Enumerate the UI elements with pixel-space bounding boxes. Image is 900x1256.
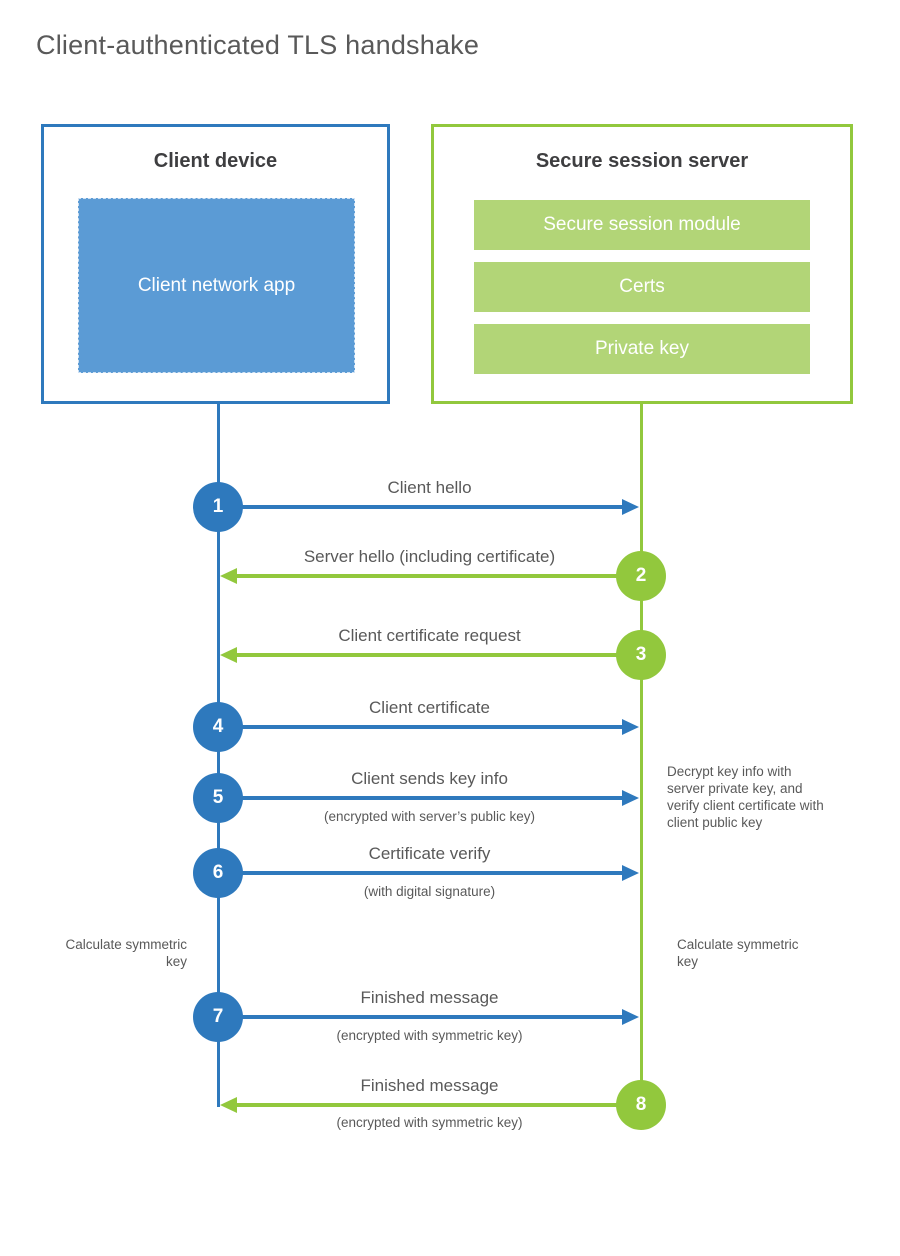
step-1-number: 1 (212, 496, 224, 517)
step-2-number: 2 (635, 565, 647, 586)
step-3-arrowhead-icon (220, 647, 237, 663)
server-module-private-key: Private key (474, 324, 810, 374)
server-module-certs: Certs (474, 262, 810, 312)
step-4-arrowhead-icon (622, 719, 639, 735)
step-3-arrow (236, 653, 641, 657)
step-3-number: 3 (635, 644, 647, 665)
step-8-sublabel: (encrypted with symmetric key) (336, 1115, 523, 1130)
server-calculate-key-annotation: Calculate symmetric key (677, 937, 799, 969)
step-6-arrowhead-icon (622, 865, 639, 881)
step-6-arrow (218, 871, 623, 875)
step-2-label: Server hello (including certificate) (303, 547, 556, 566)
client-calculate-key-annotation: Calculate symmetric key (65, 937, 187, 969)
step-7-arrow (218, 1015, 623, 1019)
step-4-circle: 4 (193, 702, 243, 752)
page-title: Client-authenticated TLS handshake (36, 30, 480, 60)
step-2-arrowhead-icon (220, 568, 237, 584)
step-5-arrow (218, 796, 623, 800)
server-lifeline (640, 404, 643, 1107)
step-5-sublabel: (encrypted with server’s public key) (323, 809, 536, 824)
step-8-number: 8 (635, 1094, 647, 1115)
step-6-label: Certificate verify (368, 844, 491, 863)
step-1-label: Client hello (387, 478, 472, 497)
server-module-secure-session: Secure session module (474, 200, 810, 250)
step-7-arrowhead-icon (622, 1009, 639, 1025)
step-1-arrow (218, 505, 623, 509)
step-7-number: 7 (212, 1006, 224, 1027)
step-7-sublabel: (encrypted with symmetric key) (336, 1028, 523, 1043)
client-network-app-box: Client network app (78, 198, 355, 373)
step-3-circle: 3 (616, 630, 666, 680)
step-6-sublabel: (with digital signature) (363, 884, 496, 899)
step-5-arrowhead-icon (622, 790, 639, 806)
step-1-circle: 1 (193, 482, 243, 532)
step-5-circle: 5 (193, 773, 243, 823)
server-decrypt-annotation: Decrypt key info with server private key… (667, 764, 824, 830)
step-2-arrow (236, 574, 641, 578)
step-8-label: Finished message (360, 1076, 499, 1095)
step-4-label: Client certificate (369, 698, 490, 717)
step-1-arrowhead-icon (622, 499, 639, 515)
step-8-arrow (236, 1103, 641, 1107)
step-5-number: 5 (212, 787, 224, 808)
client-lifeline (217, 404, 220, 1107)
secure-session-server-title: Secure session server (535, 150, 749, 172)
step-3-label: Client certificate request (338, 626, 521, 645)
client-device-title: Client device (153, 150, 278, 172)
step-7-circle: 7 (193, 992, 243, 1042)
client-network-app-label: Client network app (137, 274, 296, 296)
step-8-circle: 8 (616, 1080, 666, 1130)
step-7-label: Finished message (360, 988, 499, 1007)
step-6-number: 6 (212, 862, 224, 883)
step-5-label: Client sends key info (351, 769, 508, 788)
step-2-circle: 2 (616, 551, 666, 601)
step-4-number: 4 (212, 716, 224, 737)
step-8-arrowhead-icon (220, 1097, 237, 1113)
step-6-circle: 6 (193, 848, 243, 898)
step-4-arrow (218, 725, 623, 729)
